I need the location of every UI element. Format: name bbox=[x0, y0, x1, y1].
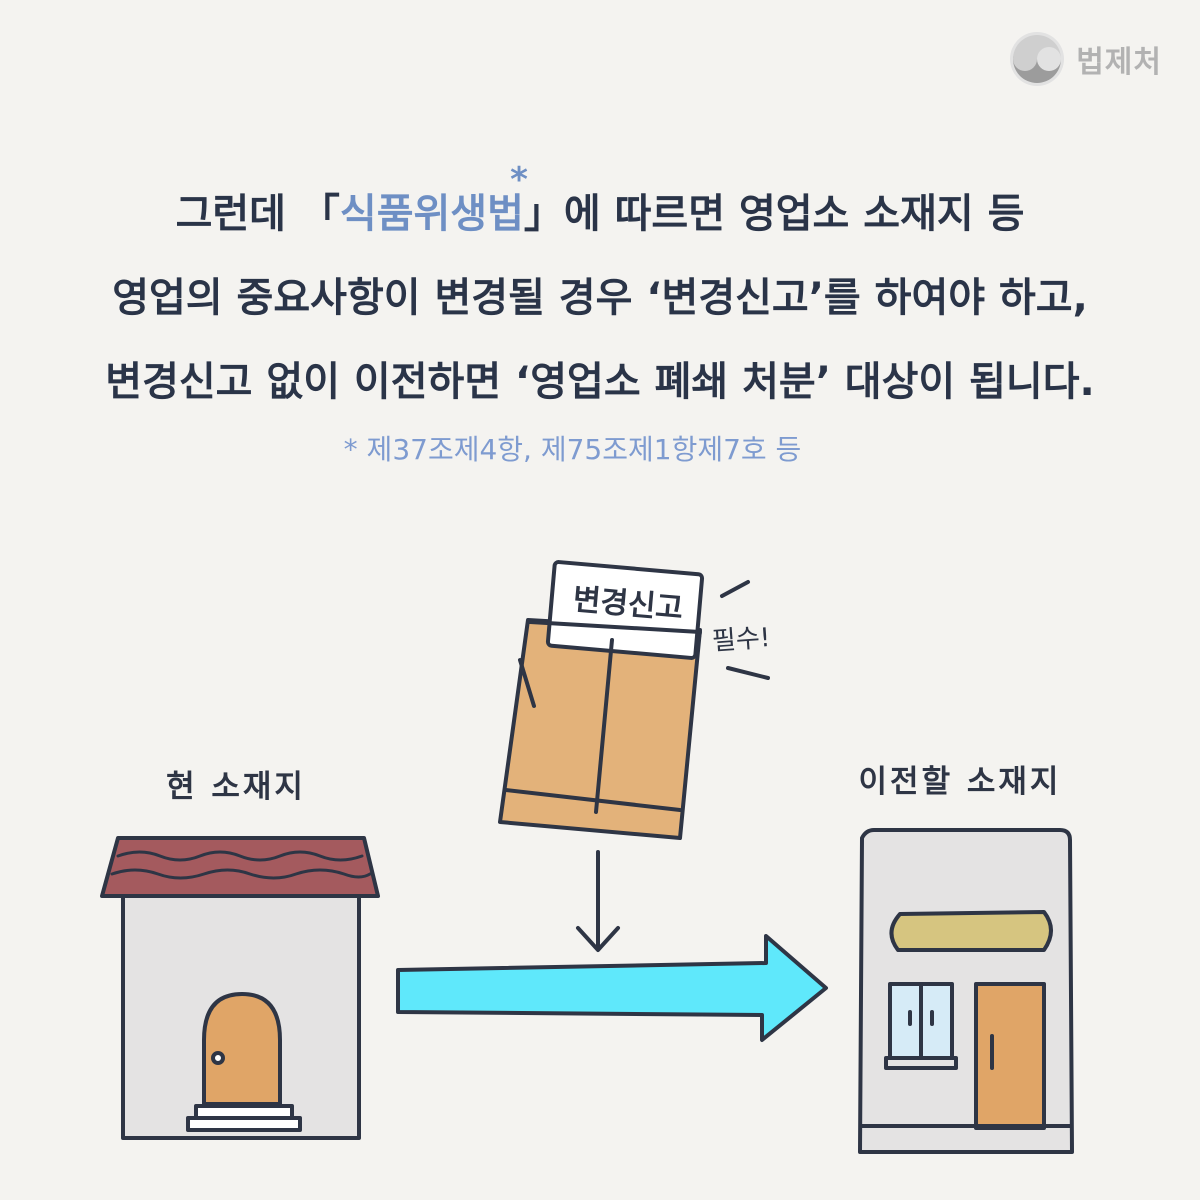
main-text: 그런데 「식품위생법*」에 따르면 영업소 소재지 등 영업의 중요사항이 변경… bbox=[0, 160, 1200, 424]
logo: 법제처 bbox=[1008, 30, 1162, 88]
new-location-label: 이전할 소재지 bbox=[859, 764, 1062, 800]
footnote-mark: * bbox=[510, 160, 528, 200]
law-name: 식품위생법* bbox=[339, 160, 528, 237]
down-arrow-icon bbox=[576, 850, 620, 952]
required-label: 필수! bbox=[711, 623, 771, 657]
footnote: * 제37조제4항, 제75조제1항제7호 등 bbox=[343, 433, 802, 466]
main-line-1: 그런데 「식품위생법*」에 따르면 영업소 소재지 등 bbox=[175, 160, 1025, 237]
move-arrow-icon bbox=[396, 934, 828, 1042]
current-house bbox=[100, 836, 380, 1140]
new-store bbox=[858, 828, 1074, 1154]
logo-text: 법제처 bbox=[1076, 45, 1162, 80]
envelope bbox=[498, 560, 705, 840]
main-line-2: 영업의 중요사항이 변경될 경우 ‘변경신고’를 하여야 하고, bbox=[112, 275, 1088, 321]
government-emblem-icon bbox=[1010, 32, 1065, 86]
emphasis-lines bbox=[720, 580, 770, 680]
main-line-3: 변경신고 없이 이전하면 ‘영업소 폐쇄 처분’ 대상이 됩니다. bbox=[105, 359, 1095, 405]
current-location-label: 현 소재지 bbox=[166, 769, 306, 805]
